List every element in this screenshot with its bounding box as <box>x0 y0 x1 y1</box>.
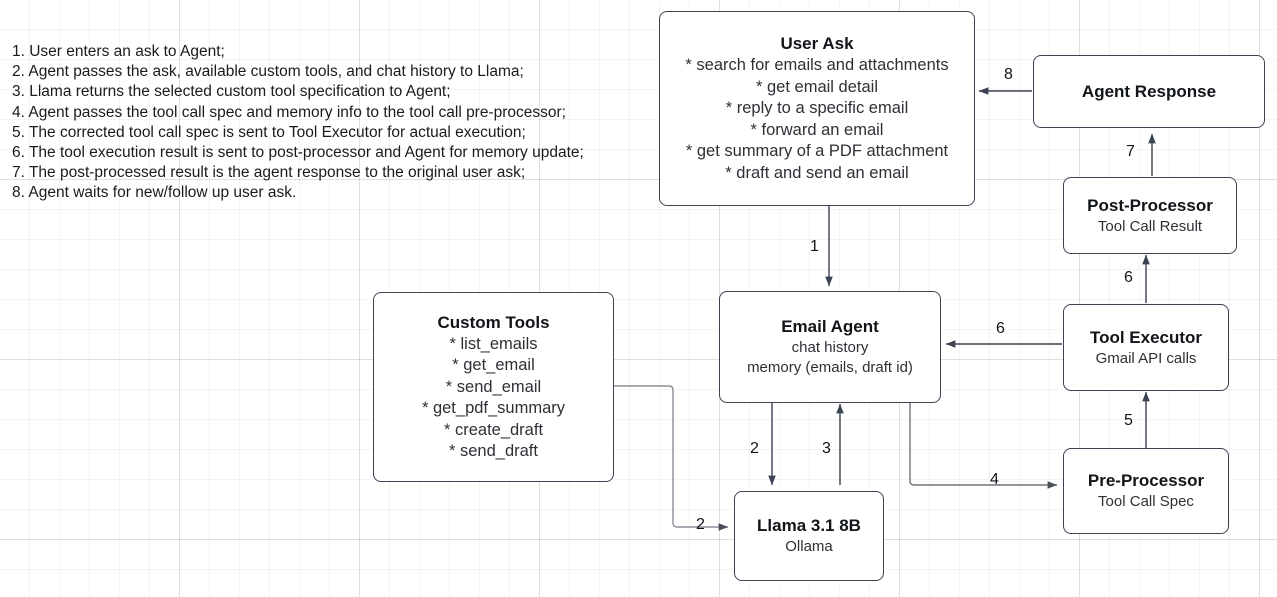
node-llama-subtitle: Ollama <box>785 538 833 555</box>
node-user-ask-line-3: * reply to a specific email <box>725 99 909 117</box>
edge-path-4 <box>909 403 1058 489</box>
edge-label-6-left: 6 <box>996 320 1005 337</box>
node-user-ask-line-2: * get email detail <box>756 77 878 96</box>
node-post-processor-subtitle: Tool Call Result <box>1097 217 1203 235</box>
edge-label-5: 5 <box>1124 412 1133 429</box>
note-item-7: 7. The post-processed result is the agen… <box>12 164 526 182</box>
node-post-processor[interactable]: Post-Processor Tool Call Result <box>1063 177 1237 254</box>
node-custom-tools-title: Custom Tools <box>437 312 550 332</box>
note-item-8: 8. Agent waits for new/follow up user as… <box>12 184 297 202</box>
node-custom-tools-line-3: * send_email <box>445 377 542 396</box>
node-user-ask-line-1: * search for emails and attachments <box>685 56 949 74</box>
note-item-3: 3. Llama returns the selected custom too… <box>12 83 451 101</box>
node-agent-response-title: Agent Response <box>1081 81 1217 101</box>
note-item-2: 2. Agent passes the ask, available custo… <box>12 63 524 81</box>
node-custom-tools[interactable]: Custom Tools * list_emails * get_email *… <box>373 292 614 482</box>
edge-label-8: 8 <box>1004 66 1013 83</box>
note-item-1: 1. User enters an ask to Agent; <box>12 43 225 60</box>
note-item-6: 6. The tool execution result is sent to … <box>12 144 584 162</box>
edge-label-7: 7 <box>1126 143 1135 160</box>
edge-label-3: 3 <box>822 440 831 457</box>
node-agent-response[interactable]: Agent Response <box>1033 55 1265 128</box>
edge-label-1: 1 <box>810 238 819 255</box>
edge-label-4: 4 <box>990 471 999 488</box>
node-custom-tools-line-6: * send_draft <box>449 442 538 460</box>
node-pre-processor[interactable]: Pre-Processor Tool Call Spec <box>1063 448 1229 534</box>
node-pre-processor-subtitle: Tool Call Spec <box>1098 493 1194 510</box>
node-user-ask-title: User Ask <box>780 34 854 53</box>
node-post-processor-title: Post-Processor <box>1087 195 1213 215</box>
node-tool-executor[interactable]: Tool Executor Gmail API calls <box>1063 304 1229 391</box>
node-email-agent[interactable]: Email Agent chat history memory (emails,… <box>719 291 941 403</box>
note-item-4: 4. Agent passes the tool call spec and m… <box>12 103 566 121</box>
edge-path-2-tools-llama <box>614 385 729 531</box>
node-llama[interactable]: Llama 3.1 8B Ollama <box>734 491 884 581</box>
node-email-agent-title: Email Agent <box>781 317 879 336</box>
note-item-5: 5. The corrected tool call spec is sent … <box>12 123 526 141</box>
node-user-ask-line-5: * get summary of a PDF attachment <box>685 142 949 160</box>
node-user-ask-line-6: * draft and send an email <box>725 163 909 182</box>
node-llama-title: Llama 3.1 8B <box>757 516 861 535</box>
node-user-ask[interactable]: User Ask * search for emails and attachm… <box>659 11 975 206</box>
node-user-ask-line-4: * forward an email <box>750 120 884 139</box>
node-custom-tools-line-5: * create_draft <box>443 420 544 439</box>
node-email-agent-subtitle-1: chat history <box>791 339 869 356</box>
process-notes-list: 1. User enters an ask to Agent; 2. Agent… <box>12 42 652 204</box>
node-custom-tools-line-4: * get_pdf_summary <box>421 399 566 417</box>
node-custom-tools-line-1: * list_emails <box>449 334 538 353</box>
edge-label-2-agent-llama: 2 <box>750 440 759 457</box>
edge-label-6-up: 6 <box>1124 269 1133 286</box>
node-tool-executor-subtitle: Gmail API calls <box>1095 349 1197 367</box>
edge-label-2-tools-llama: 2 <box>696 516 705 533</box>
node-email-agent-subtitle-2: memory (emails, draft id) <box>747 359 913 376</box>
node-tool-executor-title: Tool Executor <box>1089 327 1203 347</box>
node-custom-tools-line-2: * get_email <box>452 356 535 374</box>
node-pre-processor-title: Pre-Processor <box>1087 471 1205 490</box>
